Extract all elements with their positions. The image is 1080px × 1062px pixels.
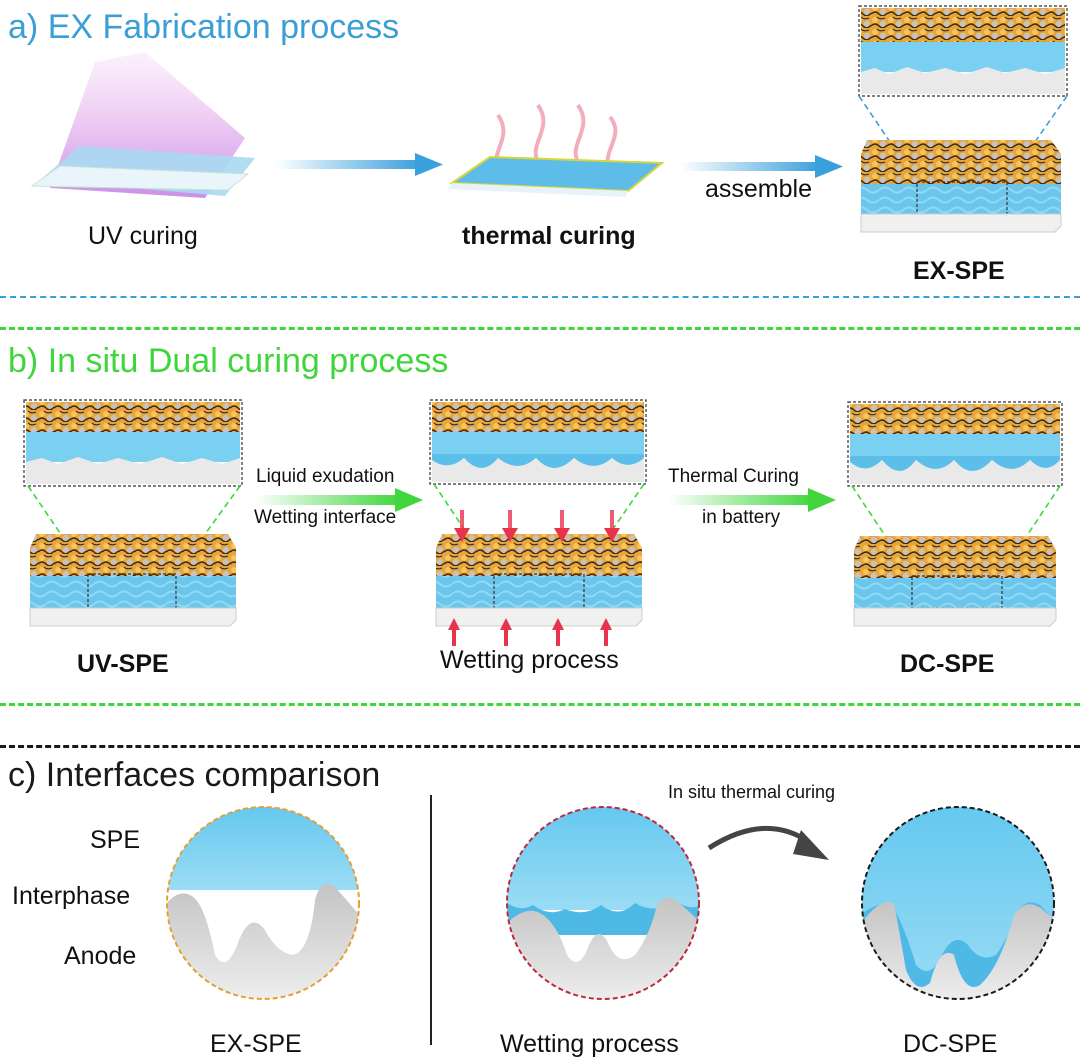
- ex-spe-circle: [166, 806, 360, 1000]
- assemble-label: assemble: [705, 175, 812, 203]
- uv-spe-label: UV-SPE: [77, 650, 169, 678]
- wetting-process-label: Wetting process: [440, 646, 619, 674]
- up-arrows-icon: [448, 618, 612, 646]
- gradient-arrow-icon: [275, 153, 443, 176]
- separator-b-bottom: [0, 703, 1080, 706]
- zoom-lines-icon: [858, 95, 918, 183]
- down-arrows-icon: [454, 510, 620, 542]
- circle2-label: Wetting process: [500, 1030, 679, 1058]
- section-b-title: b) In situ Dual curing process: [8, 342, 448, 381]
- thermal-curing-label: thermal curing: [462, 222, 636, 250]
- section-c-title: c) Interfaces comparison: [8, 756, 380, 795]
- ex-spe-stack: [858, 5, 1068, 233]
- circle1-label: EX-SPE: [210, 1030, 302, 1058]
- section-c-prefix: c): [8, 756, 37, 794]
- layer-anode-label: Anode: [64, 942, 137, 970]
- ex-spe-label: EX-SPE: [913, 257, 1005, 285]
- wetting-stack: [429, 399, 647, 646]
- separator-c: [0, 745, 1080, 748]
- section-a-title: a) EX Fabrication process: [8, 8, 399, 47]
- heat-waves-icon: [448, 103, 665, 197]
- arrow1-line1: Liquid exudation: [256, 466, 395, 487]
- curved-arrow-icon: [707, 825, 829, 860]
- curve-label: In situ thermal curing: [668, 782, 836, 802]
- uv-curing-label: UV curing: [88, 222, 198, 250]
- separator-a: [0, 296, 1080, 298]
- arrow1-line2: Wetting interface: [254, 507, 397, 528]
- vertical-divider: [430, 795, 432, 1045]
- circle3-label: DC-SPE: [903, 1030, 998, 1058]
- uv-spe-stack: [23, 399, 243, 627]
- section-a-title-text: EX Fabrication process: [47, 8, 400, 46]
- uv-lamp-icon: [30, 52, 255, 198]
- section-b-prefix: b): [8, 342, 39, 380]
- arrow2-line1: Thermal Curing: [668, 466, 799, 487]
- dc-spe-stack: [847, 401, 1063, 627]
- layer-interphase-label: Interphase: [12, 882, 131, 910]
- layer-spe-label: SPE: [90, 826, 141, 854]
- dc-spe-label: DC-SPE: [900, 650, 995, 678]
- section-c-title-text: Interfaces comparison: [45, 756, 381, 794]
- assemble-arrow-icon: [680, 155, 843, 178]
- dc-spe-circle: [861, 806, 1055, 1000]
- gradient-arrow-icon-b2: [668, 488, 836, 512]
- section-a-prefix: a): [8, 8, 39, 46]
- section-b-title-text: In situ Dual curing process: [47, 342, 449, 380]
- gradient-arrow-icon-b1: [255, 488, 423, 512]
- arrow2-line2: in battery: [702, 507, 781, 528]
- separator-b-top: [0, 327, 1080, 330]
- wetting-circle: [506, 806, 700, 1000]
